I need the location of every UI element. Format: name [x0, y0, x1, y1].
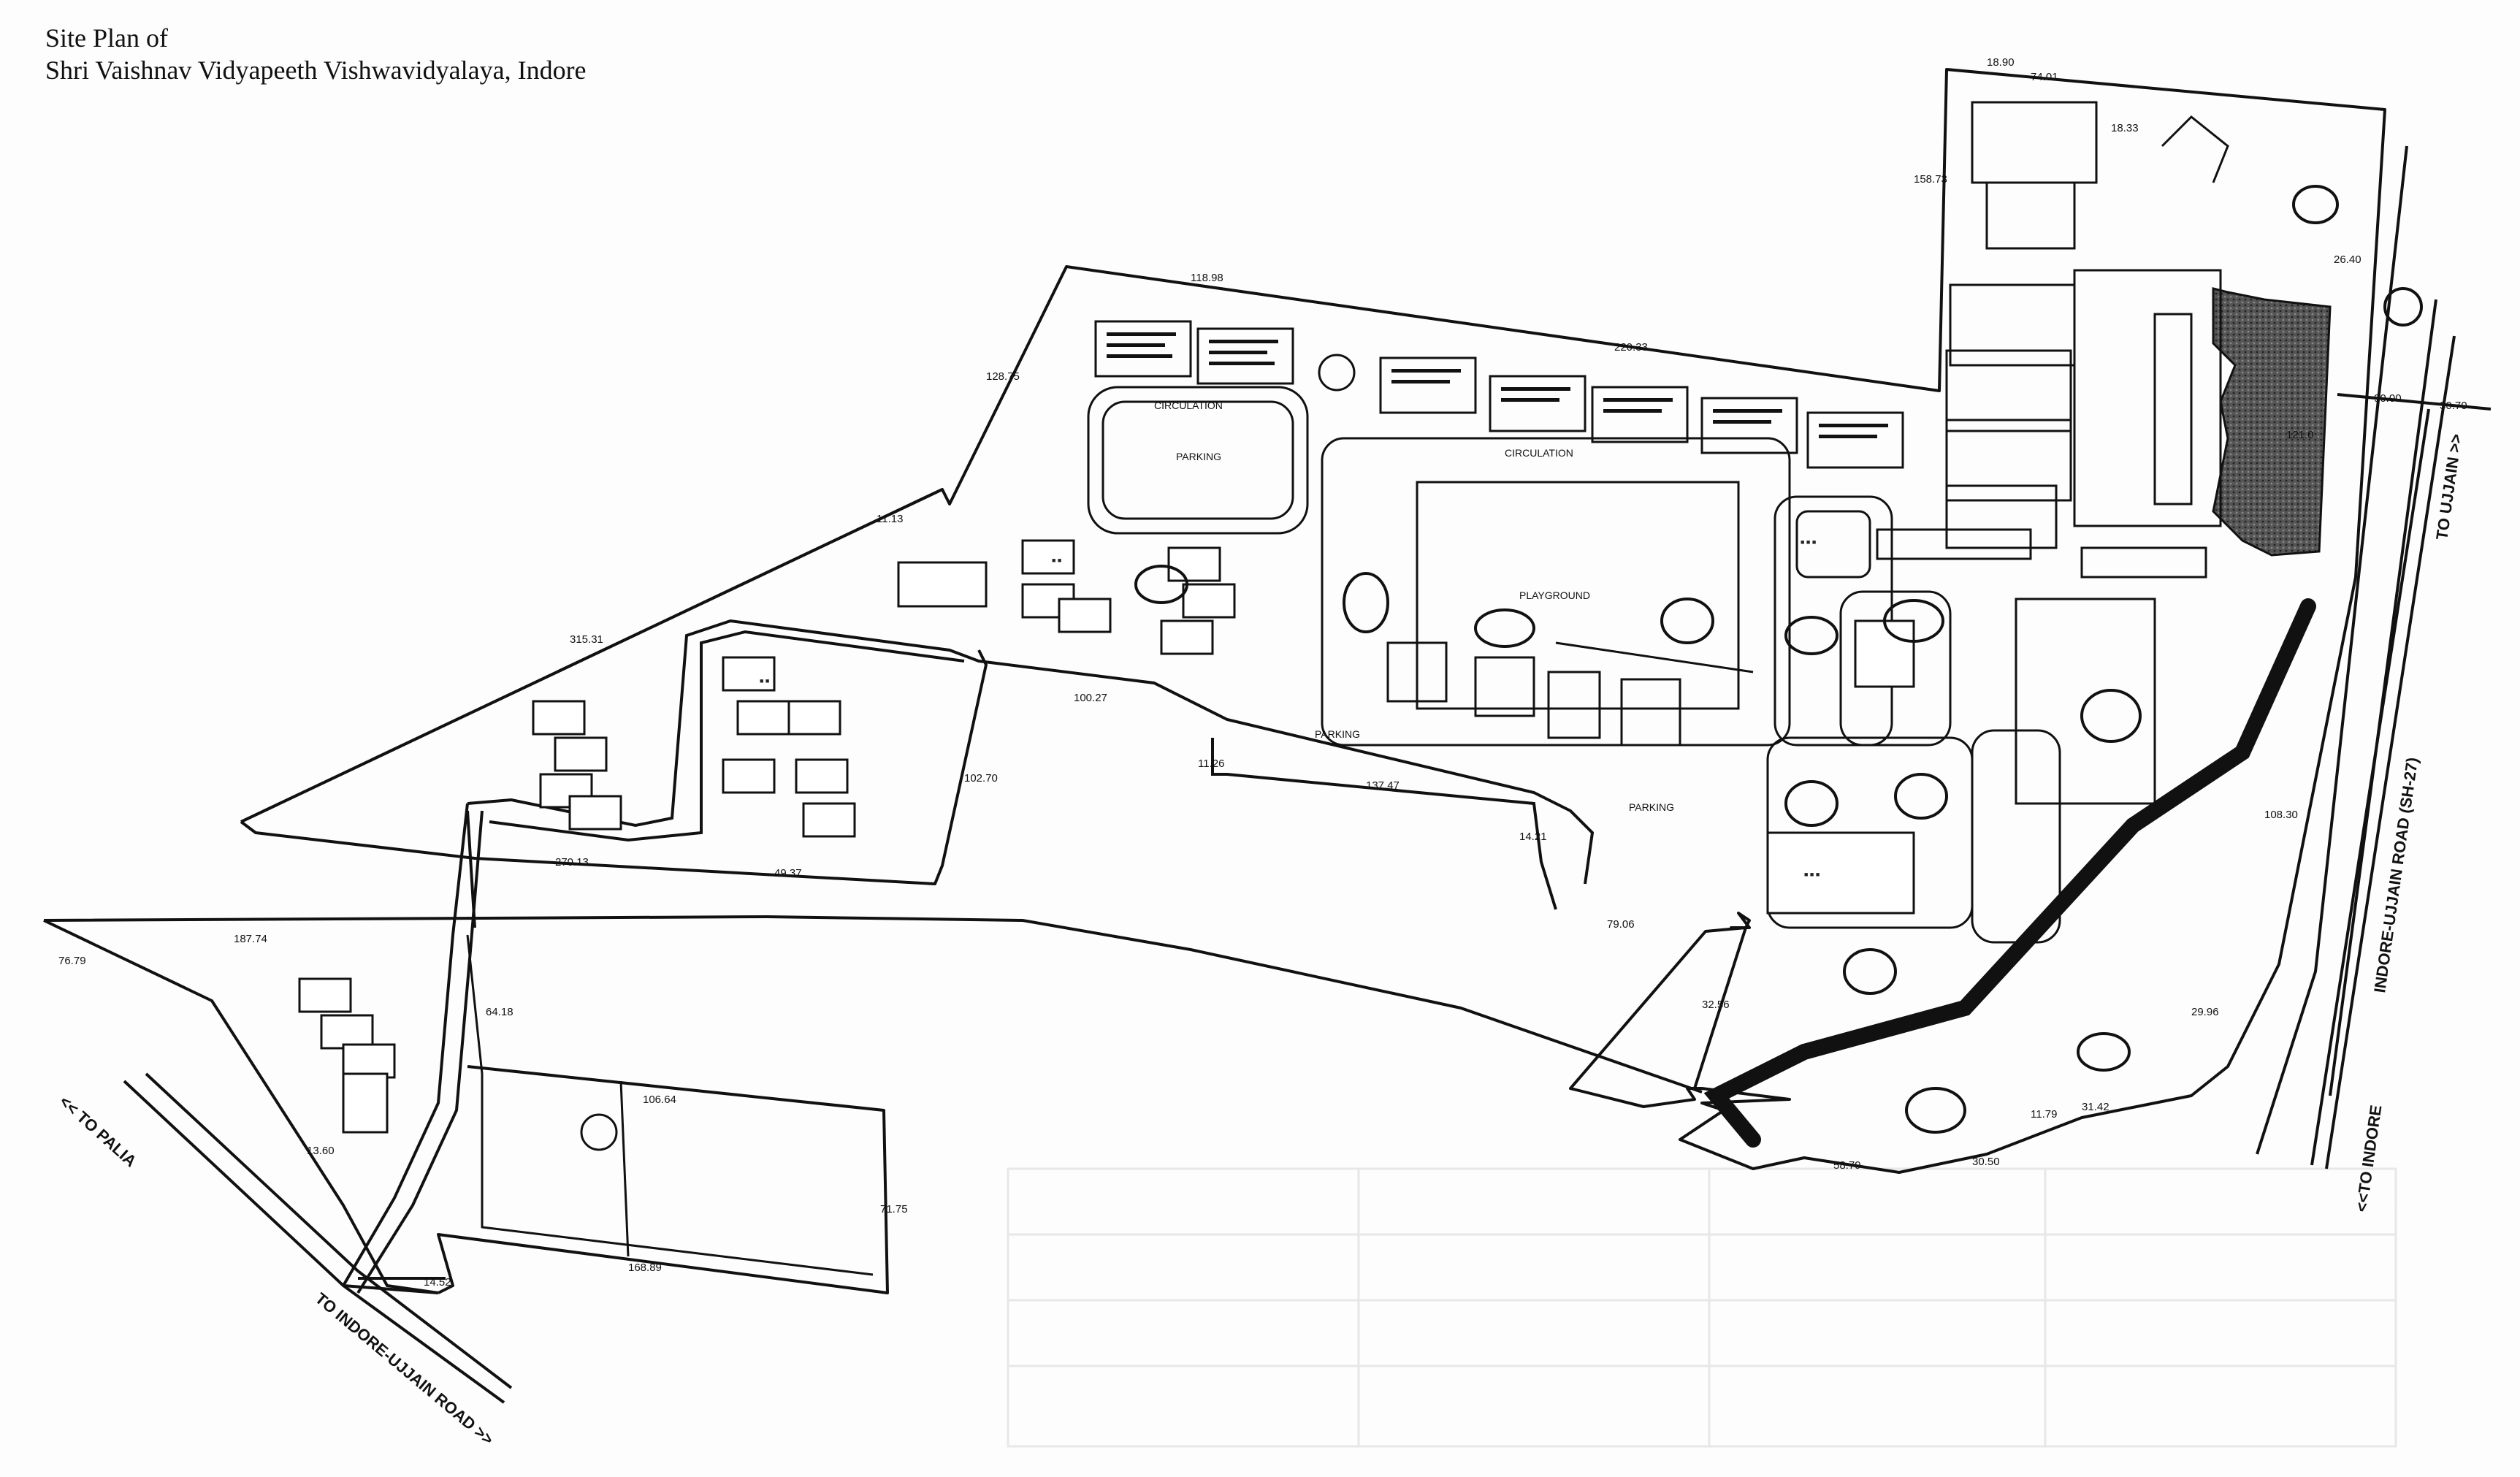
hatched-block: [2212, 287, 2332, 557]
east-buildings: [1876, 101, 2229, 805]
west-boundary: [43, 919, 439, 1294]
dim-158-73: 158.73: [1914, 173, 1947, 186]
svg-text:■ ■ ■: ■ ■ ■: [1801, 538, 1816, 546]
small-building-sw: [342, 1072, 389, 1134]
title-line-1: Site Plan of: [45, 23, 168, 53]
dimension-labels: 118.98 220.33 74.01 18.90 18.33 158.73 1…: [58, 56, 2467, 1289]
dim-30-70: 30.70: [2440, 400, 2467, 412]
dim-58-79: 58.79: [1833, 1159, 1861, 1172]
road-label-to-indore: <<TO INDORE: [2352, 1104, 2385, 1213]
access-road-west: [342, 619, 1595, 1294]
external-roads-southwest: [123, 1072, 513, 1404]
dim-30-50: 30.50: [1972, 1156, 2000, 1168]
dim-74-01: 74.01: [2031, 71, 2058, 83]
dim-49-37: 49.37: [774, 867, 802, 879]
dim-315-31: 315.31: [570, 633, 603, 646]
dim-64-18: 64.18: [486, 1006, 513, 1018]
dim-187-74: 187.74: [234, 933, 267, 945]
dim-79-06: 79.06: [1607, 918, 1635, 931]
dim-18-90: 18.90: [1987, 56, 2015, 69]
label-circulation-1: CIRCULATION: [1154, 400, 1223, 411]
auditorium: [1766, 831, 1915, 915]
hostel-cluster-3: [532, 700, 622, 831]
residential-clusters: [298, 539, 1915, 1134]
road-label-indore-ujjain: INDORE-UJJAIN ROAD (SH-27): [2370, 756, 2421, 993]
indore-ujjain-highway: [2256, 145, 2492, 1169]
site-boundary: [240, 68, 2386, 1174]
hostel-cluster-1: [1021, 539, 1236, 655]
label-parking-3: PARKING: [1629, 801, 1674, 813]
dim-128-75: 128.75: [986, 370, 1020, 383]
dim-108-30: 108.30: [2264, 809, 2298, 821]
faded-stamp-table: [1007, 1167, 2397, 1448]
dim-11-79: 11.79: [2031, 1108, 2057, 1121]
dim-100-27: 100.27: [1074, 692, 1107, 704]
road-label-to-palia: << TO PALIA: [56, 1092, 140, 1170]
central-library: [1854, 619, 1915, 688]
north-academic-buildings: [1094, 320, 1904, 469]
dim-13-60: 13.60: [307, 1145, 335, 1157]
hostel-cluster-4: [298, 977, 396, 1079]
dim-26-40: 26.40: [2334, 253, 2361, 266]
dim-11-26: 11.26: [1198, 757, 1224, 770]
dim-29-96: 29.96: [2191, 1006, 2219, 1018]
dim-31-42: 31.42: [2082, 1101, 2109, 1113]
dim-102-70: 102.70: [964, 772, 998, 785]
title-block: Site Plan of Shri Vaishnav Vidyapeeth Vi…: [45, 22, 587, 86]
dim-137-47: 137.47: [1366, 779, 1400, 792]
label-parking-1: PARKING: [1176, 451, 1221, 462]
small-building-west: [897, 561, 988, 608]
dim-32-56: 32.56: [1702, 999, 1730, 1011]
road-label-to-indore-ujjain-road: TO INDORE-UJJAIN ROAD >>: [312, 1289, 497, 1449]
dim-220-33: 220.33: [1614, 341, 1648, 354]
dim-76-79: 76.79: [58, 955, 86, 967]
hand-annotations: [1134, 185, 2423, 1134]
dim-18-33: 18.33: [2111, 122, 2139, 134]
dim-106-64: 106.64: [643, 1094, 676, 1106]
dim-11-13: 11.13: [877, 513, 903, 525]
building-marks: ■ ■ ■ ■ ■ ■ ■ ■ ■ ■: [760, 538, 1820, 878]
left-wedge: [240, 649, 988, 885]
dim-90-00: 90.00: [2374, 392, 2402, 405]
dim-14-21: 14.21: [1519, 831, 1547, 843]
area-labels: PLAYGROUND PARKING PARKING PARKING CIRCU…: [1154, 400, 1674, 813]
svg-text:■ ■: ■ ■: [1052, 557, 1061, 564]
label-parking-2: PARKING: [1315, 728, 1360, 740]
svg-text:■ ■: ■ ■: [760, 677, 769, 684]
parking-areas: [1087, 386, 2061, 944]
hostel-cluster-2: [722, 656, 856, 838]
roundabouts: [580, 354, 1356, 1151]
south-annex: [437, 1065, 889, 1294]
dim-14-52: 14.52: [424, 1276, 451, 1289]
dim-168-89: 168.89: [628, 1262, 662, 1274]
dim-270-13: 270.13: [555, 856, 589, 869]
dim-71-75: 71.75: [880, 1203, 908, 1215]
label-playground: PLAYGROUND: [1519, 589, 1590, 601]
dim-118-98: 118.98: [1191, 272, 1223, 284]
svg-text:■ ■ ■: ■ ■ ■: [1804, 871, 1820, 878]
southern-boundary: [43, 915, 1703, 1094]
title-line-2: Shri Vaishnav Vidyapeeth Vishwavidyalaya…: [45, 56, 587, 85]
drain-channel: [1703, 598, 2316, 1148]
label-circulation-2: CIRCULATION: [1505, 447, 1573, 459]
dim-121-0: 121.0: [2286, 429, 2314, 441]
playground-structures: [1386, 641, 1754, 747]
